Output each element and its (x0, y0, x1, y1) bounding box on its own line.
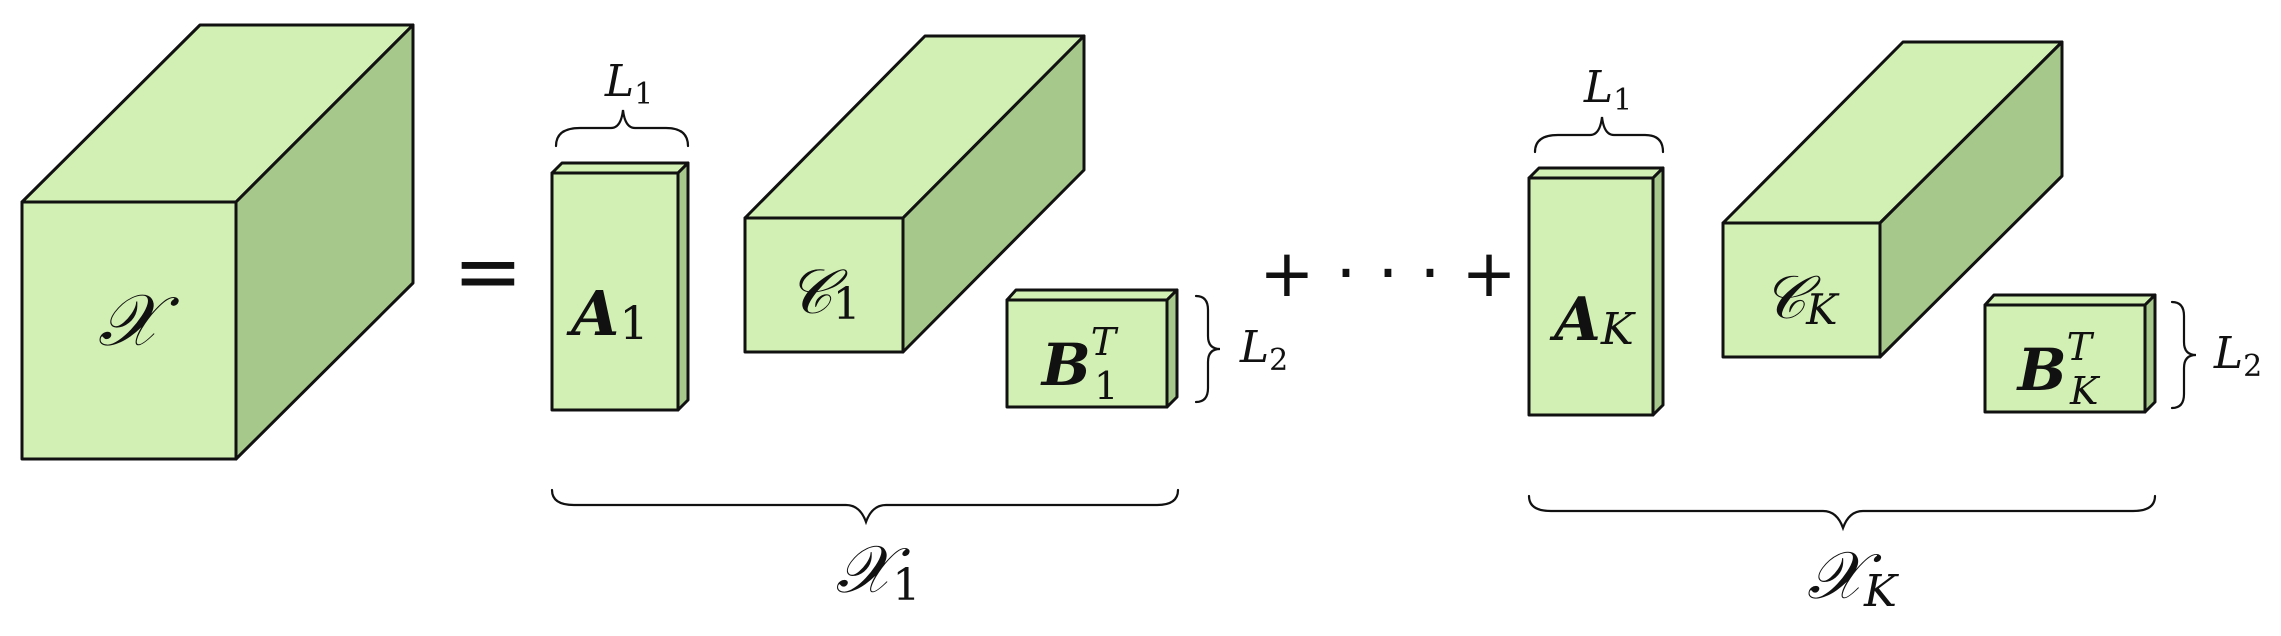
width-label-sub: 1 (634, 77, 653, 112)
factor-a-block-term-k: AK (1527, 166, 1665, 417)
height-brace-term-k (2170, 300, 2197, 410)
plus-dots-operator: + · · · + (1259, 235, 1516, 312)
width-label-sub: 1 (1613, 83, 1632, 118)
factor-b-sub: 1 (1094, 364, 1118, 408)
height-label-base: L (2213, 328, 2243, 379)
core-sub: 1 (833, 279, 861, 330)
core-sub: K (1805, 285, 1840, 334)
sum-label-term-k: 𝒳K (1807, 537, 1899, 617)
factor-a-base: A (566, 277, 619, 350)
core-block-term-k: 𝒞K (1721, 40, 2064, 359)
height-label-term-1: L2 (1239, 322, 1288, 378)
width-label-term-k: L1 (1583, 62, 1632, 118)
height-label-base: L (1239, 322, 1269, 373)
width-label-base: L (604, 56, 634, 107)
equals-sign: = (453, 222, 523, 320)
sum-brace-term-1 (550, 488, 1180, 526)
core-label-term-k: 𝒞K (1762, 263, 1840, 334)
sum-brace-term-k (1527, 494, 2157, 532)
core-block-term-1: 𝒞1 (743, 34, 1086, 354)
factor-a-block-term-1: A1 (550, 161, 690, 412)
factor-a-base: A (1549, 285, 1601, 355)
factor-b-base: B (2016, 336, 2067, 404)
factor-a-label-term-1: A1 (566, 277, 648, 350)
sum-label-sub: K (1863, 566, 1899, 617)
height-label-term-k: L2 (2213, 328, 2262, 384)
width-label-term-1: L1 (604, 56, 653, 112)
tensor-x-block: 𝒳 (20, 23, 415, 461)
width-brace-term-1 (554, 109, 690, 148)
height-label-sub: 2 (1269, 343, 1288, 378)
factor-b-base: B (1040, 331, 1091, 399)
width-label-base: L (1583, 62, 1613, 113)
sum-label-sub: 1 (892, 560, 920, 611)
factor-b-sub: K (2069, 369, 2101, 413)
factor-a-label-term-k: AK (1549, 285, 1636, 355)
width-brace-term-k (1533, 116, 1665, 154)
factor-a-sub: K (1600, 304, 1636, 355)
sum-label-term-1: 𝒳1 (836, 531, 921, 611)
height-brace-term-1 (1194, 294, 1221, 404)
height-label-sub: 2 (2243, 349, 2262, 384)
factor-a-sub: 1 (619, 296, 648, 350)
factor-b-sup: T (1091, 320, 1119, 364)
factor-b-sup: T (2067, 325, 2095, 369)
